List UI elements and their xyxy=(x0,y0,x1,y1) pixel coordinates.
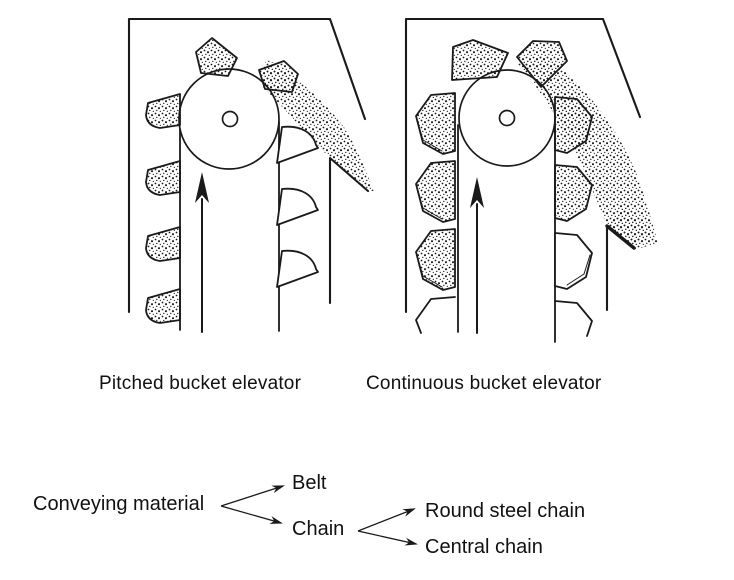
tree-connectors xyxy=(220,485,418,546)
discharge-spray xyxy=(262,58,374,191)
bucket-tipping xyxy=(195,37,238,77)
tree-node-round-steel-chain: Round steel chain xyxy=(425,500,586,522)
up-arrow-head xyxy=(195,172,209,203)
branch-chain-arrow xyxy=(220,505,283,524)
branch-belt-arrow xyxy=(220,485,285,507)
tree-node-belt: Belt xyxy=(292,472,327,494)
chute-material xyxy=(607,205,652,248)
bucket-tipping xyxy=(451,39,509,81)
casing-outline xyxy=(127,17,367,314)
bucket-filled xyxy=(145,226,181,262)
bucket xyxy=(276,187,319,226)
discharge-spray xyxy=(518,55,658,250)
pulley-hub xyxy=(498,109,516,127)
tree-node-central-chain: Central chain xyxy=(425,536,543,558)
figure-caption-continuous: Continuous bucket elevator xyxy=(366,373,602,394)
ascending-buckets xyxy=(415,92,456,334)
bucket-filled xyxy=(145,288,181,324)
up-arrow-head xyxy=(470,177,484,208)
tree-node-chain: Chain xyxy=(292,518,345,540)
continuous-elevator-drawing xyxy=(404,17,658,343)
branch-central-chain-arrow xyxy=(357,530,418,546)
pulley-hub xyxy=(221,110,239,128)
tree-node-conveying-material: Conveying material xyxy=(33,493,205,515)
figure-caption-pitched: Pitched bucket elevator xyxy=(99,373,302,394)
casing-outline xyxy=(404,17,642,314)
branch-round-steel-chain-arrow xyxy=(357,508,416,532)
pitched-elevator-drawing xyxy=(127,17,374,333)
bucket-filled xyxy=(145,160,181,196)
bucket-filled xyxy=(145,93,181,129)
bucket xyxy=(276,249,319,288)
